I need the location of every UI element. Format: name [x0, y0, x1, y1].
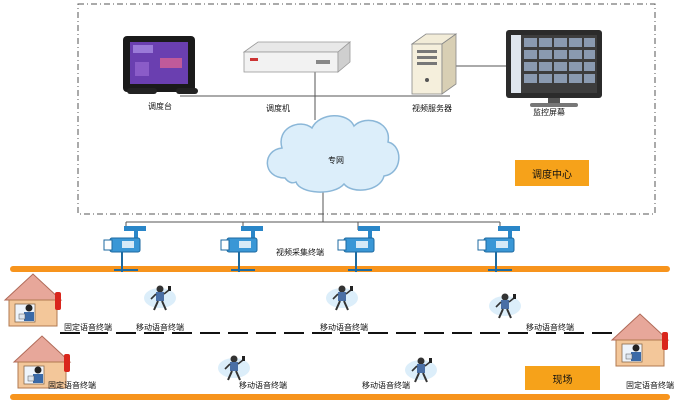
dispatch-console-icon	[123, 36, 198, 94]
camera-icon-3	[337, 225, 381, 273]
mobile-terminal-icon-2	[325, 284, 359, 311]
mobile-terminal-icon-3	[488, 292, 522, 319]
dispatcher-machine-icon	[242, 41, 352, 73]
dispatcher-label: 调度机	[266, 104, 290, 113]
private-network-cloud-icon	[266, 115, 400, 193]
control-center-tag: 调度中心	[515, 160, 589, 186]
camera-icon-4	[477, 225, 521, 273]
camera-icon-1	[103, 225, 147, 273]
monitor-screen-label: 监控屏幕	[533, 108, 565, 117]
dispatch-console-label: 调度台	[148, 102, 172, 111]
upper-orange-band	[10, 266, 670, 272]
fixed-terminal-house-icon-3	[611, 313, 669, 367]
control-center-frame	[77, 3, 656, 215]
lower-orange-band	[10, 394, 670, 400]
video-server-label: 视频服务器	[412, 104, 452, 113]
video-capture-terminal-label: 视频采集终端	[276, 248, 324, 257]
monitor-screen-icon	[506, 30, 602, 107]
fixed-voice-terminal-label-2: 固定语音终端	[48, 381, 96, 390]
mobile-voice-terminal-label-3: 移动语音终端	[526, 323, 574, 332]
site-tag: 现场	[525, 366, 600, 390]
mobile-voice-terminal-label-1: 移动语音终端	[136, 323, 184, 332]
mobile-voice-terminal-label-4: 移动语音终端	[239, 381, 287, 390]
fixed-voice-terminal-label-3: 固定语音终端	[626, 381, 674, 390]
fixed-terminal-house-icon-1	[4, 273, 62, 327]
camera-icon-2	[220, 225, 264, 273]
mobile-terminal-icon-4	[217, 354, 251, 381]
mobile-terminal-icon-1	[143, 284, 177, 311]
mobile-voice-terminal-label-2: 移动语音终端	[320, 323, 368, 332]
private-network-label: 专网	[328, 156, 344, 165]
video-server-icon	[410, 33, 458, 95]
fixed-voice-terminal-label-1: 固定语音终端	[64, 323, 112, 332]
mobile-voice-terminal-label-5: 移动语音终端	[362, 381, 410, 390]
mobile-terminal-icon-5	[404, 356, 438, 383]
